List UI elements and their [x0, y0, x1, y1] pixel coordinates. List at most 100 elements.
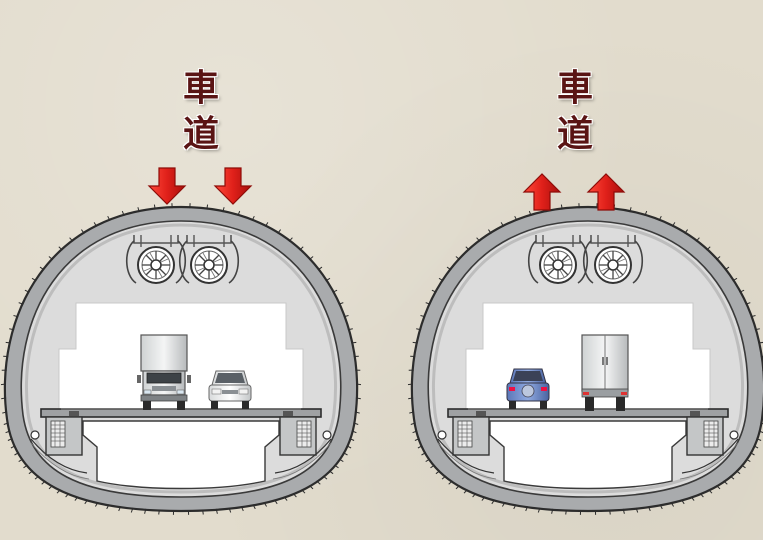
segment-tick [732, 277, 738, 282]
segment-tick [455, 256, 461, 261]
segment-ticks [0, 203, 362, 515]
segment-tick [301, 489, 306, 494]
segment-tick [670, 501, 675, 507]
segment-tick [756, 438, 762, 441]
segment-tick [65, 492, 70, 498]
segment-tick [565, 509, 567, 515]
segment-tick [741, 464, 746, 469]
segment-tick [316, 480, 321, 485]
segment-tick [107, 215, 111, 221]
segment-tick [724, 266, 730, 271]
segment-tick [629, 207, 632, 213]
segment-ticks [407, 203, 763, 515]
segment-tick [723, 480, 728, 485]
segment-tick [23, 464, 28, 469]
segment-tick [749, 452, 755, 456]
segment-tick [609, 509, 611, 515]
segment-tick [758, 341, 763, 344]
segment-tick [537, 507, 541, 513]
segment-tick [338, 302, 344, 305]
segment-tick [240, 506, 244, 512]
segment-tick [10, 445, 16, 449]
segment-tick [420, 315, 426, 318]
segment-tick [446, 266, 452, 271]
segment-tick [3, 422, 9, 425]
segment-tick [228, 507, 232, 513]
segment-tick [408, 397, 414, 400]
segment-tick [715, 256, 721, 261]
segment-tick [414, 438, 420, 441]
segment-tick [206, 204, 209, 210]
segment-tick [237, 210, 241, 216]
segment-tick [690, 496, 695, 501]
segment-tick [684, 229, 689, 234]
segment-tick [264, 222, 269, 227]
segment-tick [251, 215, 255, 221]
segment-tick [560, 204, 563, 210]
segment-tick [448, 480, 453, 485]
segment-tick [680, 499, 685, 505]
segment-tick [412, 430, 418, 434]
segment-tick [93, 222, 98, 227]
segment-tick [334, 464, 339, 469]
segment-tick [441, 475, 447, 480]
truck-front [136, 334, 192, 411]
label-line-1: 車 [182, 68, 219, 109]
segment-tick [525, 506, 529, 512]
segment-tick [137, 207, 140, 213]
segment-tick [551, 508, 554, 514]
segment-tick [476, 237, 481, 242]
segment-tick [753, 445, 759, 449]
segment-tick [407, 383, 413, 386]
segment-tick [69, 237, 74, 242]
tunnel-right [407, 203, 763, 515]
airflow-arrow-down-icon [214, 167, 252, 205]
segment-tick [438, 277, 444, 282]
segment-tick [273, 499, 278, 505]
segment-tick [94, 501, 99, 507]
segment-tick [322, 475, 328, 480]
road-label-left: 車 道 [171, 66, 231, 158]
segment-tick [347, 328, 353, 331]
segment-tick [222, 207, 225, 213]
segment-tick [41, 480, 46, 485]
segment-tick [695, 237, 700, 242]
segment-tick [455, 485, 460, 490]
segment-tick [528, 210, 532, 216]
segment-tick [417, 445, 423, 449]
segment-tick [647, 506, 651, 512]
segment-tick [745, 302, 751, 305]
segment-tick [7, 438, 13, 441]
segment-tick [501, 501, 506, 507]
segment-tick [288, 237, 293, 242]
segment-tick [706, 246, 711, 251]
segment-tick [48, 485, 53, 490]
segment-tick [514, 215, 518, 221]
segment-tick [283, 496, 288, 501]
segment-tick [735, 470, 741, 475]
airflow-arrow-up-icon [587, 173, 625, 211]
segment-tick [28, 470, 34, 475]
segment-tick [635, 507, 639, 513]
segment-tick [463, 489, 468, 494]
tunnel-left [0, 203, 362, 515]
segment-tick [31, 277, 37, 282]
segment-tick [48, 256, 54, 261]
segment-tick [1, 397, 7, 400]
airflow-arrow-down-icon [148, 167, 186, 205]
segment-tick [342, 452, 348, 456]
segment-tick [153, 204, 156, 210]
segment-tick [356, 383, 362, 386]
segment-tick [716, 485, 721, 490]
segment-tick [750, 315, 756, 318]
segment-tick [659, 504, 663, 510]
segment-tick [644, 210, 648, 216]
segment-tick [435, 470, 441, 475]
segment-tick [309, 485, 314, 490]
segment-tick [252, 504, 256, 510]
segment-tick [118, 506, 122, 512]
segment-tick [9, 328, 15, 331]
segment-tick [34, 475, 40, 480]
segment-tick [729, 475, 735, 480]
segment-tick [412, 341, 418, 344]
